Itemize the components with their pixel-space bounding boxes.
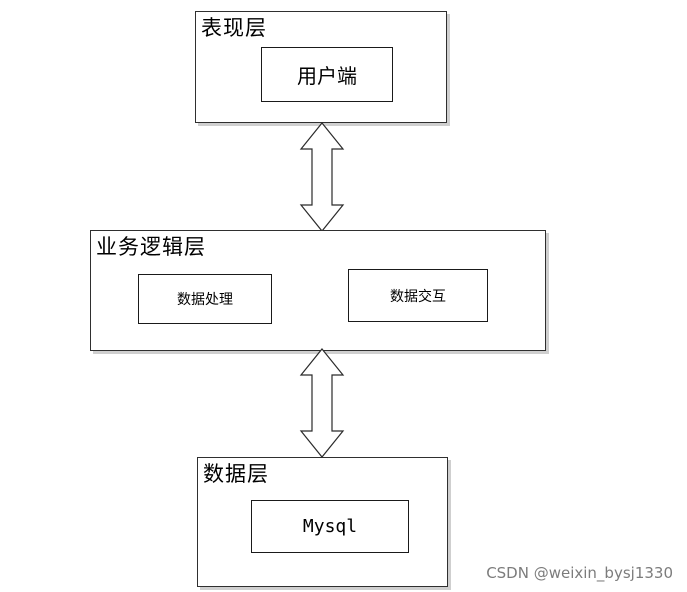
data-interaction-node: 数据交互: [348, 269, 488, 322]
data-layer-title: 数据层: [203, 462, 269, 486]
mysql-node: Mysql: [251, 500, 409, 553]
csdn-watermark: CSDN @weixin_bysj1330: [486, 564, 673, 582]
logic-data-double-arrow: [299, 348, 345, 458]
logic-layer: 业务逻辑层 数据处理 数据交互: [90, 230, 546, 351]
client-node: 用户端: [261, 47, 393, 102]
presentation-layer: 表现层 用户端: [195, 11, 447, 123]
data-layer: 数据层 Mysql: [197, 457, 448, 587]
presentation-logic-double-arrow: [299, 122, 345, 232]
presentation-layer-title: 表现层: [201, 16, 267, 40]
logic-layer-title: 业务逻辑层: [96, 235, 206, 259]
data-processing-node: 数据处理: [138, 274, 272, 324]
